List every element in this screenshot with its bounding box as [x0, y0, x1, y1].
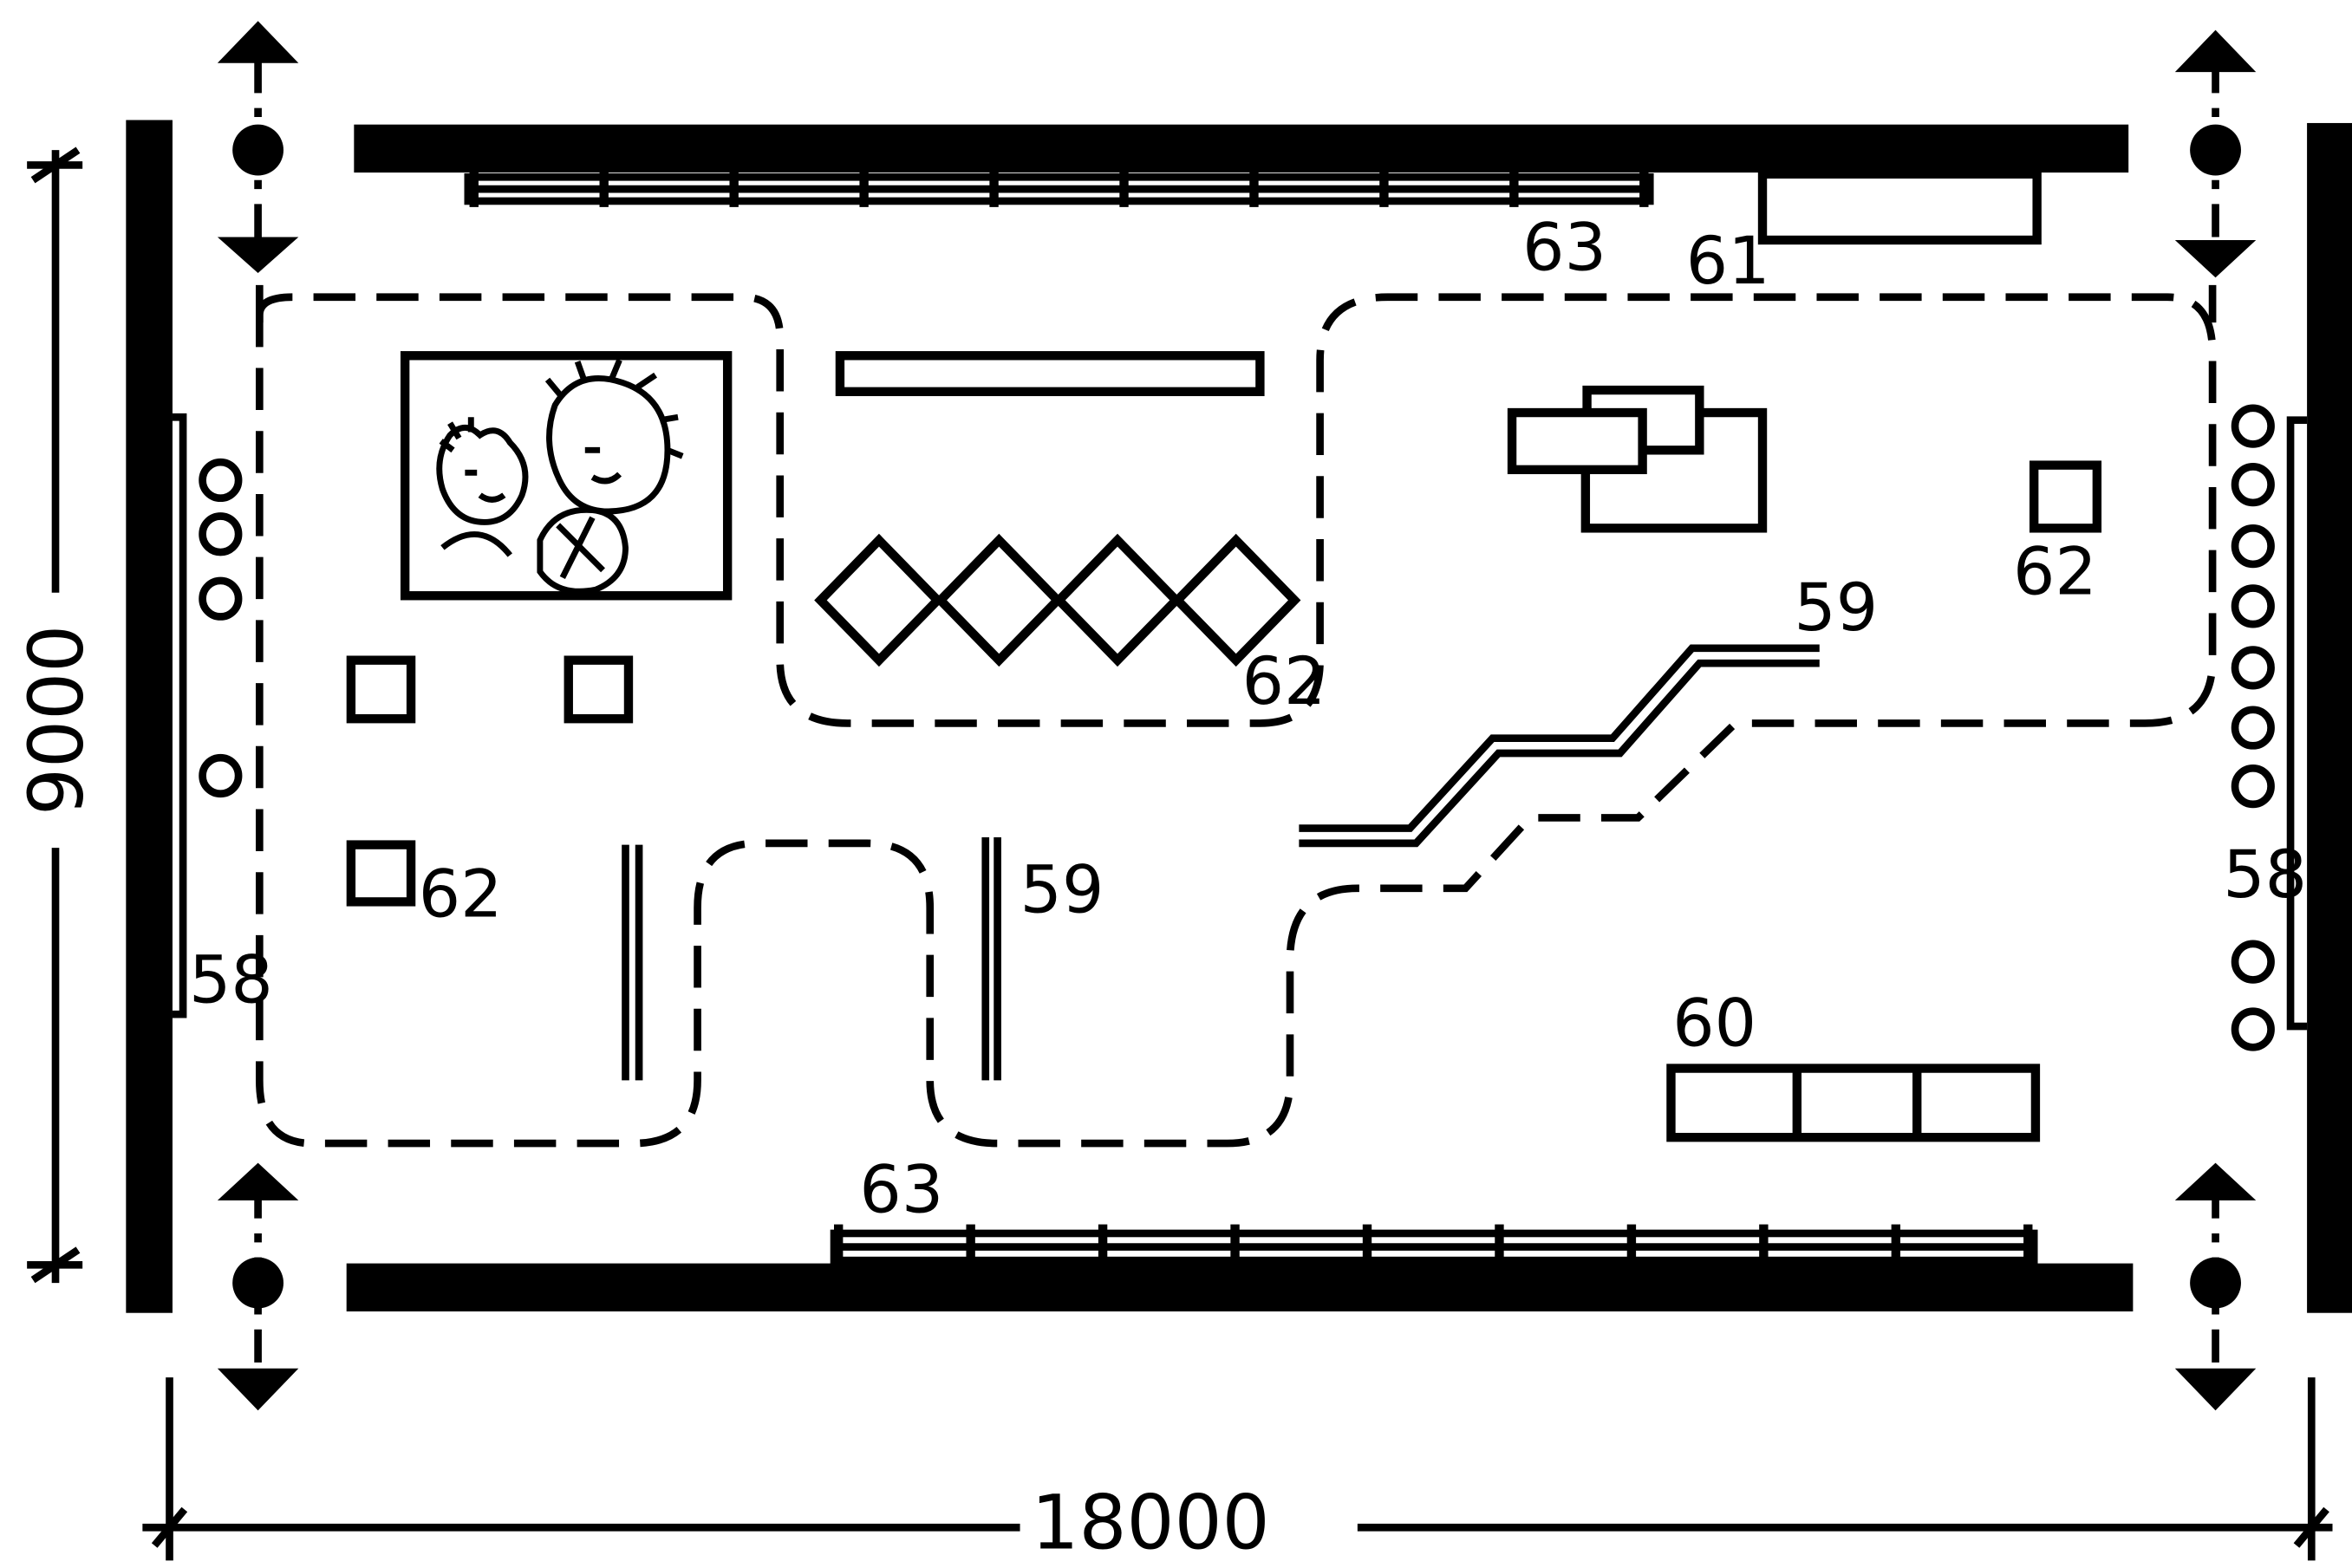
- railing-post: [1509, 171, 1519, 207]
- label-58-right: 58: [2223, 836, 2307, 913]
- label-62-left: 62: [419, 856, 503, 933]
- label-61: 61: [1686, 222, 1770, 299]
- display-strip-right: [2286, 416, 2308, 1031]
- railing-post: [1249, 171, 1259, 207]
- figures-drawing: [436, 359, 684, 595]
- label-62-diamonds: 62: [1242, 642, 1326, 719]
- display-case-square: [2029, 460, 2102, 533]
- wall-top: [354, 124, 2129, 173]
- wall-left: [126, 120, 173, 1313]
- label-59-upper: 59: [1794, 569, 1878, 646]
- display-items-left: [199, 458, 243, 798]
- railing-post: [1626, 1224, 1637, 1264]
- railing-post: [1639, 171, 1649, 207]
- display-panel-stepped: [1299, 644, 1820, 848]
- railing-post: [1362, 1224, 1372, 1264]
- display-strip-left: [172, 413, 187, 1018]
- diamond-display-cases: [814, 533, 1301, 667]
- dimension-width: 18000: [1032, 1480, 1270, 1566]
- railing-post: [1119, 171, 1129, 207]
- railing-post: [859, 171, 869, 207]
- display-panel-vertical: [981, 836, 1001, 1081]
- dimension-depth: 9000: [14, 625, 101, 816]
- mural-board: [400, 351, 733, 601]
- railing-post: [834, 1224, 844, 1264]
- display-case-square: [346, 840, 416, 907]
- railing-post: [989, 171, 999, 207]
- circulation-route: [256, 293, 2217, 1148]
- railing-bottom: [830, 1224, 2038, 1265]
- railing-post: [2023, 1224, 2033, 1264]
- dimension-horizontal: 18000: [142, 1377, 2333, 1567]
- wall-right: [2307, 122, 2352, 1313]
- dimension-vertical: 9000: [14, 146, 101, 1284]
- overlapping-display-cases: [1507, 385, 1768, 533]
- display-cabinet-row: [1666, 1064, 2041, 1142]
- railing-post: [1230, 1224, 1240, 1264]
- railing-post: [599, 171, 609, 207]
- label-58-left: 58: [189, 940, 273, 1018]
- display-panel-long: [835, 351, 1265, 397]
- railing-post: [1098, 1224, 1108, 1264]
- railing-post: [966, 1224, 975, 1264]
- entrance-marker-top-left: [217, 21, 299, 274]
- entrance-marker-bottom-left: [217, 1162, 299, 1411]
- display-panel-vertical: [622, 844, 643, 1081]
- display-cabinet: [1757, 169, 2042, 245]
- entrance-marker-bottom-right: [2174, 1162, 2257, 1411]
- display-case-square: [564, 655, 634, 724]
- wall-bottom: [346, 1263, 2134, 1311]
- label-60: 60: [1672, 985, 1756, 1062]
- railing-post: [729, 171, 739, 207]
- entrance-marker-top-right: [2174, 29, 2257, 278]
- display-items-right: [2231, 404, 2275, 1051]
- railing-post: [1379, 171, 1389, 207]
- railing-post: [1891, 1224, 1901, 1264]
- label-63-bottom: 63: [859, 1151, 943, 1228]
- display-case-square: [346, 655, 416, 724]
- label-59-lower: 59: [1020, 850, 1104, 927]
- railing-top: [464, 171, 1654, 207]
- railing-post: [1495, 1224, 1504, 1264]
- label-62-right: 62: [2013, 532, 2097, 609]
- railing-post: [1759, 1224, 1769, 1264]
- label-63-top: 63: [1522, 209, 1606, 286]
- railing-post: [469, 171, 479, 207]
